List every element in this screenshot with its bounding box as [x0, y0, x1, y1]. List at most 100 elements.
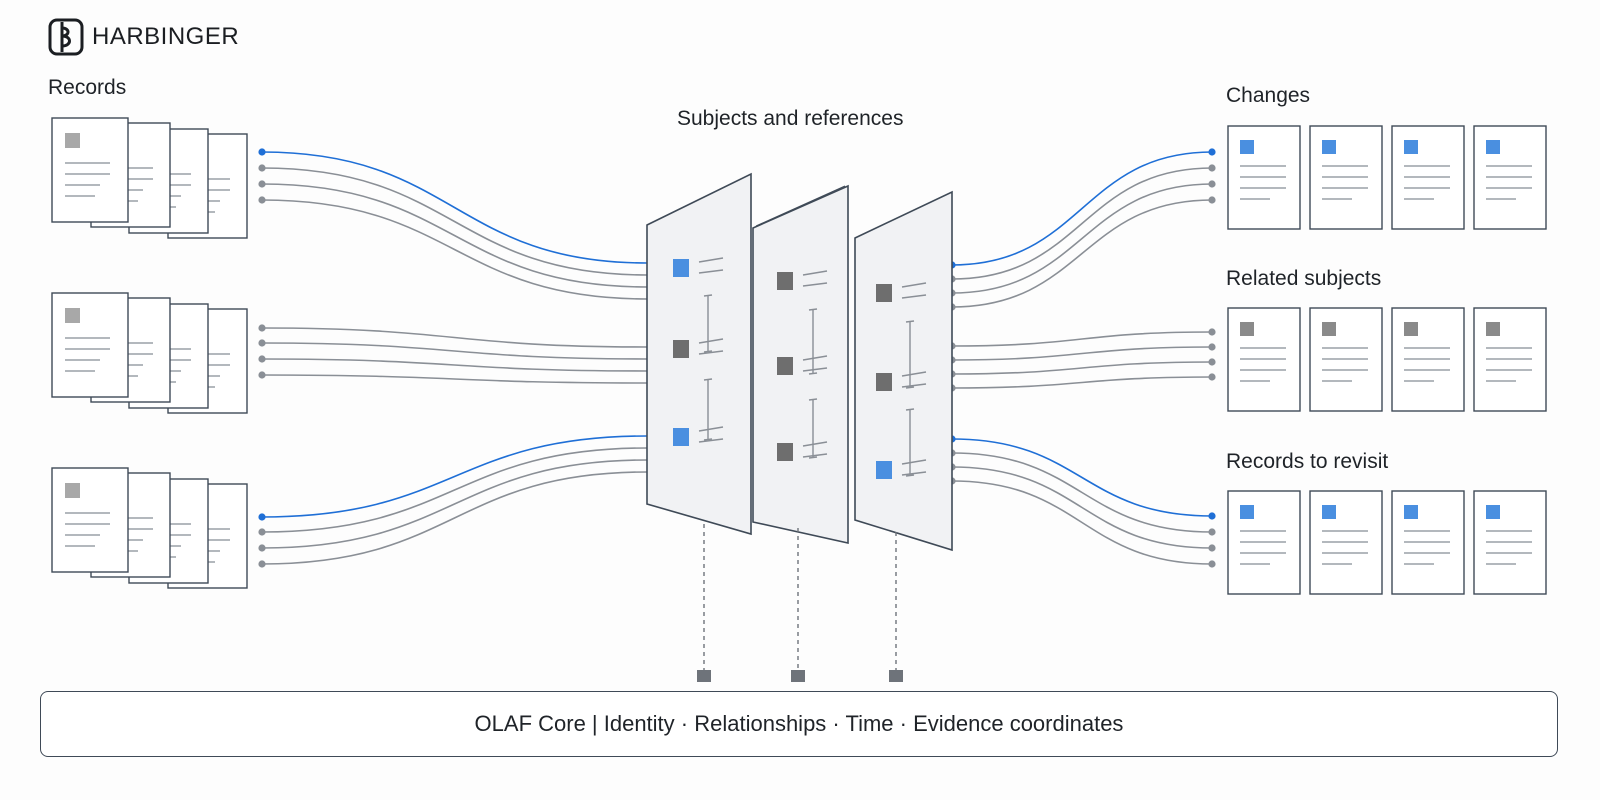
left-connector — [261, 199, 648, 300]
connector-node — [1208, 358, 1216, 366]
right-connector — [951, 376, 1213, 389]
right-connector — [951, 480, 1213, 565]
connector-node — [258, 371, 266, 379]
subject-panel-3 — [854, 190, 953, 552]
record-stack-1 — [51, 117, 248, 239]
left-connector — [261, 167, 648, 276]
connector-node — [258, 196, 266, 204]
text-line — [802, 282, 828, 287]
connector-node — [1208, 180, 1216, 188]
right-connector — [951, 466, 1213, 549]
left-connector — [261, 435, 648, 518]
drop-anchor — [697, 670, 711, 682]
text-line — [802, 441, 828, 447]
subject-panel-2 — [752, 184, 849, 544]
link-bracket — [808, 308, 818, 311]
text-line — [698, 269, 724, 274]
connector-node — [258, 339, 266, 347]
thumbnail — [65, 483, 80, 498]
olaf-core-text: OLAF Core | Identity · Relationships · T… — [474, 711, 1124, 736]
connector-node — [1208, 328, 1216, 336]
left-connector — [261, 459, 648, 549]
subjects-and-references-label: Subjects and references — [677, 107, 904, 130]
right-connector — [951, 452, 1213, 533]
thumbnail — [1404, 322, 1418, 336]
connector-node — [258, 560, 266, 568]
link-bracket — [905, 408, 915, 411]
records-label: Records — [48, 76, 127, 99]
right-connector — [951, 151, 1213, 266]
records-to-revisit-documents — [1227, 490, 1547, 595]
connector-node — [258, 544, 266, 552]
connector-node — [258, 355, 266, 363]
olaf-core-bar: OLAF Core | Identity · Relationships · T… — [40, 691, 1558, 757]
right-connector — [951, 183, 1213, 294]
text-line — [698, 257, 724, 263]
connector-node — [258, 528, 266, 536]
thumbnail — [1404, 505, 1418, 519]
connector-node — [1208, 512, 1216, 520]
text-line — [802, 355, 828, 361]
left-connector — [261, 342, 648, 360]
left-connector — [261, 374, 648, 384]
record-stack-3 — [51, 467, 248, 589]
brand-name: HARBINGER — [92, 23, 240, 50]
link-bracket — [703, 294, 713, 297]
connector-node — [258, 180, 266, 188]
record-stacks — [51, 117, 248, 589]
left-connector — [261, 151, 648, 264]
left-connector — [261, 327, 648, 348]
subject-marker — [673, 259, 689, 277]
text-line — [698, 438, 724, 443]
text-line — [802, 270, 828, 276]
text-line — [901, 371, 927, 377]
link-bracket — [703, 438, 713, 441]
link-bracket — [905, 320, 915, 323]
thumbnail — [1322, 140, 1336, 154]
subject-marker — [876, 461, 892, 479]
document-page — [51, 292, 129, 398]
connector-node — [1208, 373, 1216, 381]
link-bracket — [808, 398, 818, 401]
changes-documents — [1227, 125, 1547, 230]
subject-marker — [777, 272, 793, 290]
subject-marker — [777, 443, 793, 461]
brand: HARBINGER — [48, 18, 239, 56]
drop-anchor — [791, 670, 805, 682]
thumbnail — [1322, 322, 1336, 336]
subject-marker — [876, 373, 892, 391]
connector-node — [1208, 148, 1216, 156]
text-line — [901, 294, 927, 299]
right-connector — [951, 438, 1213, 517]
thumbnail — [1404, 140, 1418, 154]
text-line — [802, 367, 828, 372]
connector-node — [1208, 343, 1216, 351]
subject-marker — [673, 428, 689, 446]
output-documents — [1227, 125, 1547, 595]
thumbnail — [1240, 505, 1254, 519]
right-connector — [951, 361, 1213, 375]
right-connector — [951, 167, 1213, 280]
core-drop-lines — [697, 524, 903, 682]
link-bracket — [703, 378, 713, 381]
connector-node — [258, 513, 266, 521]
thumbnail — [1486, 140, 1500, 154]
text-line — [901, 471, 927, 476]
document-page — [51, 467, 129, 573]
connector-node — [1208, 164, 1216, 172]
link-bracket — [808, 372, 818, 375]
text-line — [698, 350, 724, 355]
connector-node — [1208, 560, 1216, 568]
thumbnail — [1240, 140, 1254, 154]
connector-node — [258, 148, 266, 156]
left-connector — [261, 183, 648, 288]
connector-node — [1208, 544, 1216, 552]
text-line — [802, 453, 828, 458]
drop-anchor — [889, 670, 903, 682]
thumbnail — [1240, 322, 1254, 336]
link-bracket — [905, 474, 915, 477]
text-line — [698, 338, 724, 344]
left-connector — [261, 471, 648, 565]
panel-edge — [755, 185, 846, 227]
right-connector — [951, 331, 1213, 347]
